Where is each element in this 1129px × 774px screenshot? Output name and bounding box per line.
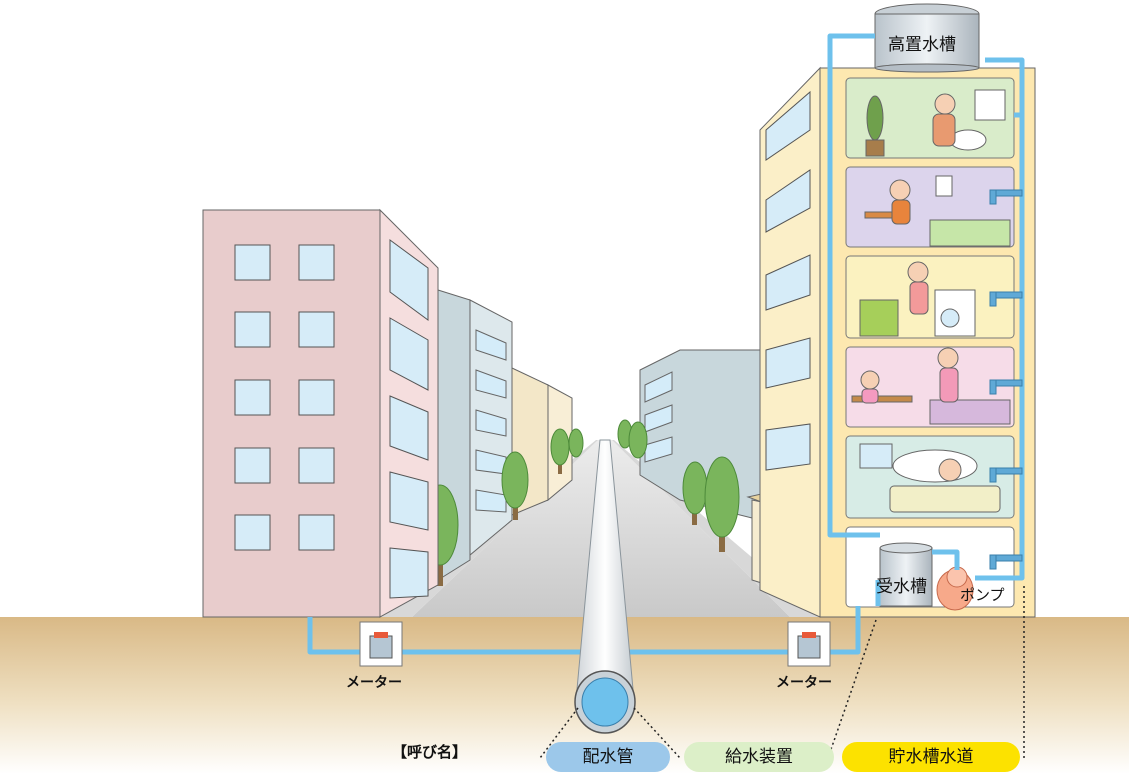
building-right-side: [759, 66, 821, 618]
category-supply-equipment: 給水装置: [684, 742, 834, 772]
category-distribution-main-label: 配水管: [582, 747, 634, 767]
receiving-tank-shape: [879, 542, 933, 607]
pump-shape: [936, 566, 974, 611]
elevated-tank: [874, 3, 980, 73]
water-pipes: [307, 33, 1025, 662]
faucets: [989, 189, 1023, 570]
name-heading: 【呼び名】: [392, 743, 468, 761]
category-distribution-main: 配水管: [546, 742, 670, 772]
meter-left-shape: [359, 621, 403, 667]
meter-right-label: メーター: [776, 675, 832, 691]
category-supply-equipment-label: 給水装置: [725, 747, 793, 767]
pump-label: ポンプ: [960, 586, 1005, 604]
meter-left-label: メーター: [346, 675, 402, 691]
meter-right-shape: [787, 621, 831, 667]
building-left-pink: [202, 208, 439, 618]
receiving-tank-label: 受水槽: [876, 577, 927, 597]
room-details: [851, 89, 1011, 513]
distribution-main: [574, 439, 636, 734]
category-storage-tank-waterworks: 貯水槽水道: [842, 742, 1020, 772]
leader-lines: [539, 586, 1025, 759]
category-storage-tank-waterworks-label: 貯水槽水道: [888, 747, 974, 767]
building-right-front: [819, 67, 1036, 618]
elevated-tank-label: 高置水槽: [888, 35, 956, 55]
